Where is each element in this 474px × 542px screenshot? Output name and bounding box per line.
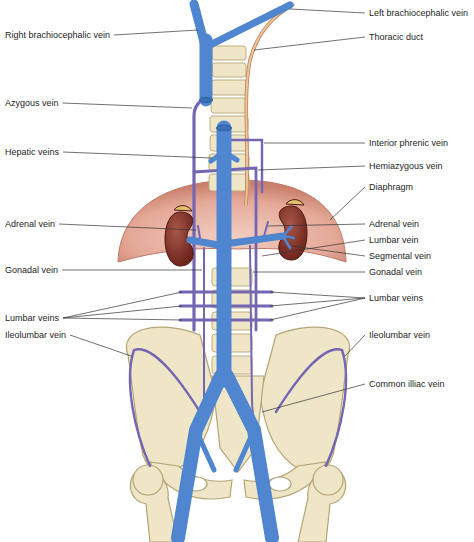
leader-line (63, 292, 182, 318)
anatomy-label: Gonadal vein (4, 265, 59, 275)
leader-line (254, 37, 365, 50)
leader-line (270, 298, 365, 320)
leader-line (63, 152, 212, 158)
diaphragm-shape (118, 180, 346, 262)
anatomy-label: Adrenal vein (368, 219, 420, 229)
pelvis (126, 327, 349, 542)
leader-line (63, 306, 182, 318)
anatomy-label: Azygous vein (4, 98, 60, 108)
anatomy-label: Common illiac vein (368, 379, 446, 389)
leader-line (262, 240, 365, 256)
leader-line (330, 187, 365, 220)
leader-line (59, 224, 196, 230)
leader-line (264, 143, 365, 144)
anatomy-label: Thoracic duct (368, 32, 424, 42)
leader-line (270, 298, 365, 306)
leader-line (62, 270, 202, 271)
anatomy-label: Segmental vein (368, 251, 432, 261)
leader-line (345, 335, 365, 356)
anatomy-label: Lumbar veins (4, 313, 60, 323)
anatomy-label: Hepatic veins (4, 147, 60, 157)
kidneys (165, 200, 307, 266)
leader-line (270, 292, 365, 298)
caval-system (178, 4, 294, 538)
anatomy-label: Diaphragm (368, 182, 414, 192)
anatomy-label: Hemiazygous vein (368, 161, 444, 171)
leader-line (268, 224, 365, 226)
leader-line (290, 9, 365, 13)
anatomy-label: Lumbar vein (368, 235, 420, 245)
anatomy-label: Ileolumbar vein (4, 330, 67, 340)
thoracic-duct (246, 4, 294, 205)
leader-line (253, 272, 365, 273)
anatomy-label: Adrenal vein (4, 219, 56, 229)
anatomy-label: Ileolumbar vein (368, 330, 431, 340)
anatomy-label: Left brachiocephalic vein (368, 8, 469, 18)
leader-line (63, 103, 192, 108)
leader-line (262, 384, 365, 412)
leader-line (70, 335, 131, 356)
leader-line (114, 30, 198, 35)
leader-line (292, 246, 365, 256)
anatomy-label: Interior phrenic vein (368, 138, 449, 148)
leader-line (63, 318, 182, 320)
leader-line (258, 166, 365, 170)
anatomy-label: Gonadal vein (368, 267, 423, 277)
anatomy-label: Right brachiocephalic vein (4, 30, 111, 40)
anatomy-label: Lumbar veins (368, 293, 424, 303)
